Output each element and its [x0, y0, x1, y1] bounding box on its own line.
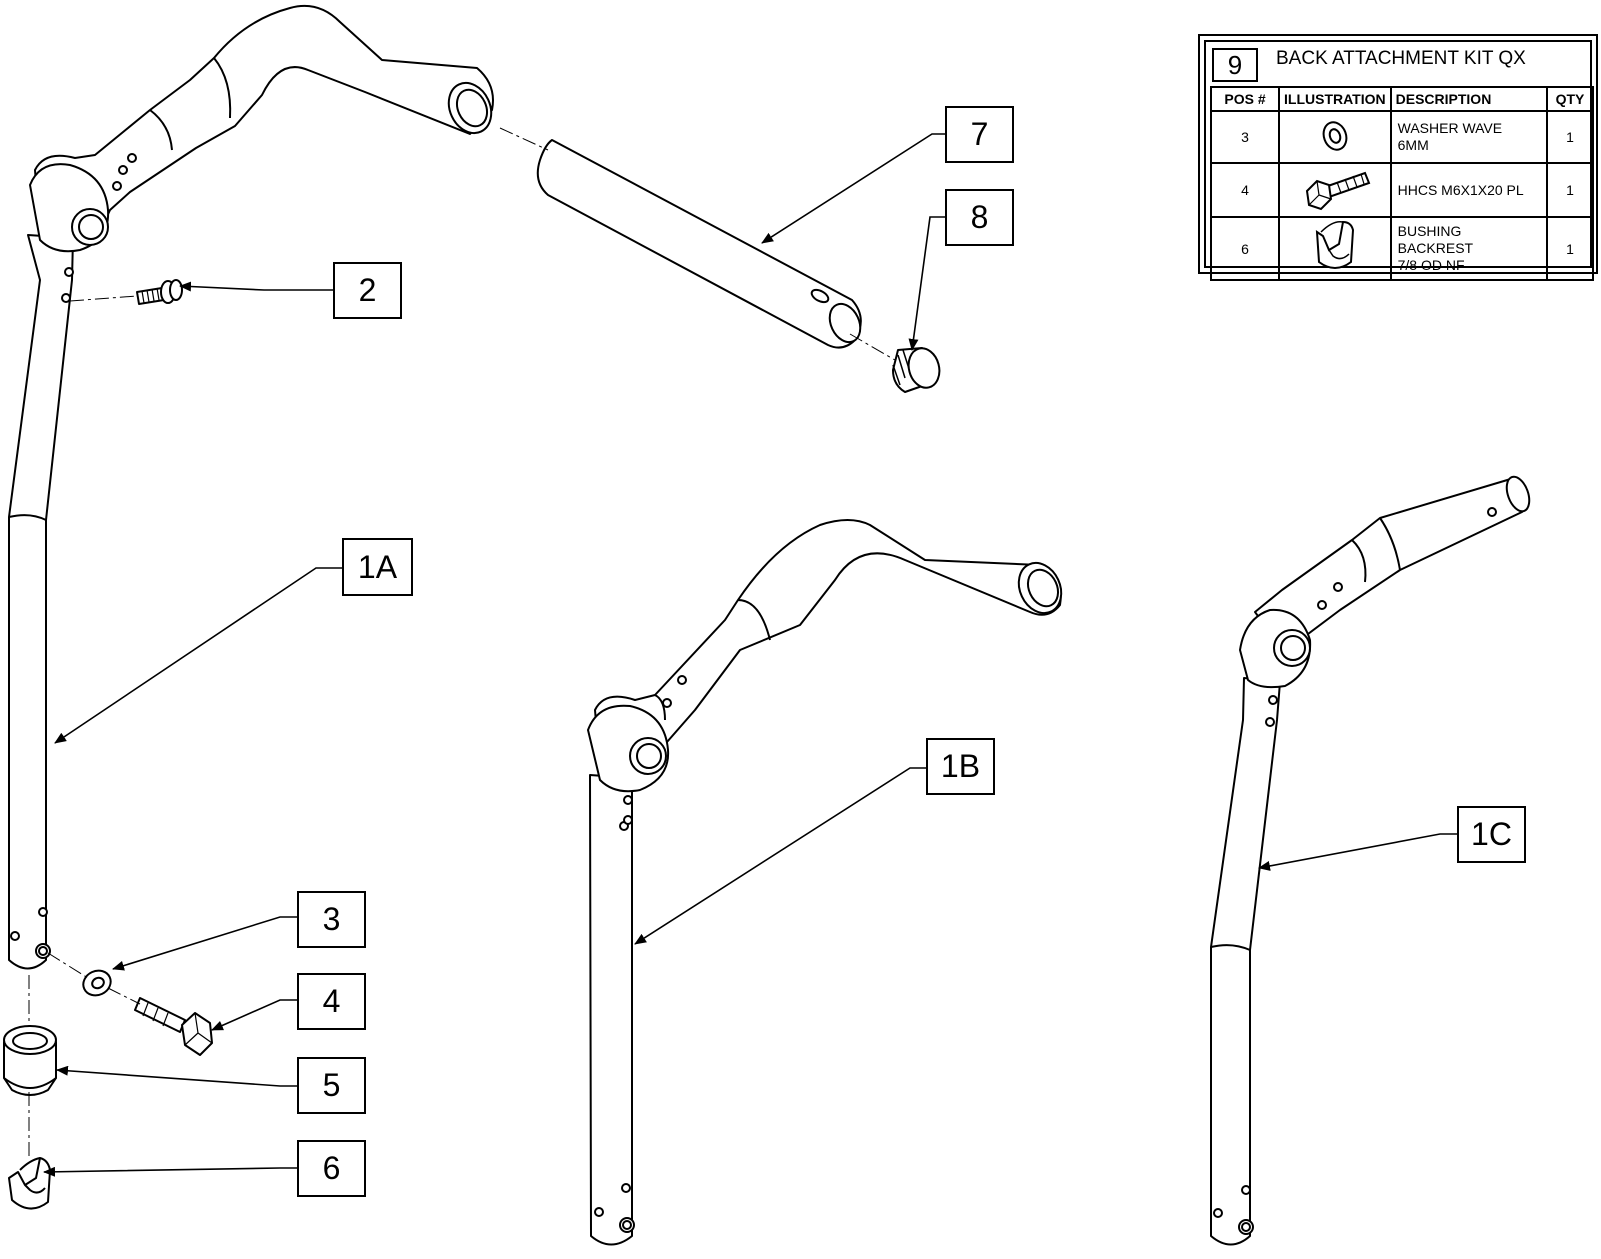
row-qty: 1 [1546, 162, 1594, 218]
callout-1b: 1B [926, 738, 995, 795]
kit-number: 9 [1212, 48, 1258, 82]
kit-header-row: POS # ILLUSTRATION DESCRIPTION QTY [1210, 86, 1594, 112]
row-description-line1: WASHER WAVE [1397, 120, 1503, 136]
header-illustration: ILLUSTRATION [1278, 86, 1392, 112]
kit-title: BACK ATTACHMENT KIT QX [1276, 48, 1526, 69]
header-pos: POS # [1210, 86, 1280, 112]
table-row: 4 HHCS M6X1X20 PL 1 [1210, 162, 1594, 218]
row-qty: 1 [1546, 110, 1594, 164]
end-plug-8 [892, 347, 941, 393]
assembly-centerlines [28, 127, 896, 1160]
hex-bolt-4 [134, 997, 213, 1056]
callout-4: 4 [297, 973, 366, 1030]
row-description-line1: HHCS M6X1X20 PL [1397, 181, 1524, 198]
callout-2: 2 [333, 262, 402, 319]
row-qty: 1 [1546, 216, 1594, 281]
row-illustration [1278, 216, 1392, 281]
callout-5: 5 [297, 1057, 366, 1114]
table-row: 6 BUSHING BACKREST 7/8 OD NF 1 [1210, 216, 1594, 281]
bushing-6 [8, 1157, 51, 1210]
row-illustration [1278, 110, 1392, 164]
callout-7: 7 [945, 106, 1014, 163]
wave-washer-icon [1322, 120, 1348, 151]
row-description-line1: BUSHING BACKREST [1397, 223, 1474, 256]
leader-arrows [43, 133, 1457, 1177]
callout-1a: 1A [342, 538, 413, 596]
backrest-cane-1b [587, 519, 1063, 1246]
row-pos: 6 [1210, 216, 1280, 281]
callout-3: 3 [297, 891, 366, 948]
callout-8: 8 [945, 189, 1014, 246]
kit-table: POS # ILLUSTRATION DESCRIPTION QTY 3 [1210, 86, 1594, 281]
bushing-icon [1315, 220, 1354, 269]
row-pos: 4 [1210, 162, 1280, 218]
header-description: DESCRIPTION [1389, 86, 1549, 112]
table-row: 3 WASHER WAVE 6MM 1 [1210, 110, 1594, 164]
row-description-line2: 6MM [1397, 137, 1429, 153]
kit-table-frame: 9 BACK ATTACHMENT KIT QX POS # ILLUSTRAT… [1204, 40, 1594, 281]
row-pos: 3 [1210, 110, 1280, 164]
wave-washer-3 [82, 969, 112, 997]
row-description: WASHER WAVE 6MM [1389, 110, 1549, 164]
row-description: HHCS M6X1X20 PL [1389, 162, 1549, 218]
row-description: BUSHING BACKREST 7/8 OD NF [1389, 216, 1549, 281]
backrest-cane-1a [8, 4, 494, 970]
header-qty: QTY [1546, 86, 1594, 112]
spacer-5 [3, 1025, 57, 1096]
kit-parts-table: 9 BACK ATTACHMENT KIT QX POS # ILLUSTRAT… [1198, 34, 1598, 281]
push-handle-grip-7 [536, 139, 862, 349]
row-illustration [1278, 162, 1392, 218]
screw-2 [136, 279, 183, 305]
backrest-cane-1c [1210, 475, 1531, 1246]
callout-1c: 1C [1457, 806, 1526, 863]
hex-bolt-icon [1305, 171, 1371, 210]
callout-6: 6 [297, 1140, 366, 1197]
row-description-line2: 7/8 OD NF [1397, 257, 1465, 273]
